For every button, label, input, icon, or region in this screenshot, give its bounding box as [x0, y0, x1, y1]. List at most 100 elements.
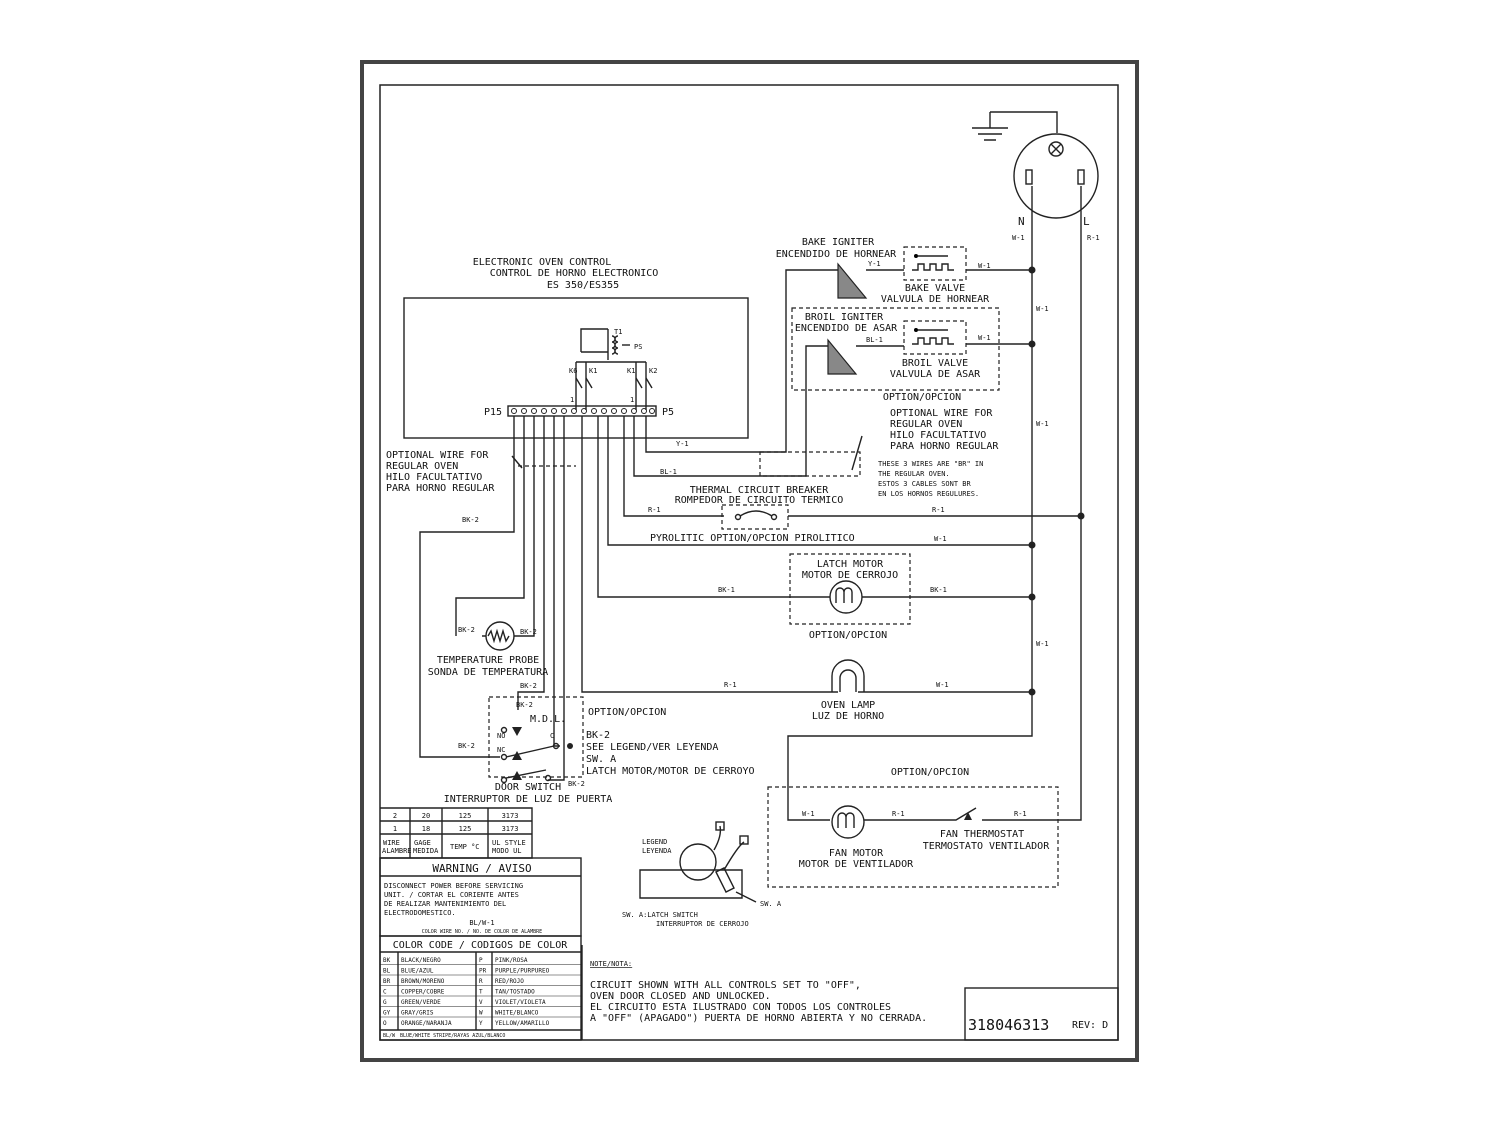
cc-last-name: BLUE/WHITE STRIPE/RAYAS AZUL/BLANCO: [400, 1033, 505, 1039]
color-code-cell: BK: [383, 957, 391, 964]
br-note-2: THE REGULAR OVEN.: [878, 470, 950, 478]
fan-option: OPTION/OPCION: [891, 767, 969, 778]
color-code-cell: PR: [479, 968, 487, 975]
part-number-box: [964, 987, 1119, 1041]
mdl-box: [488, 696, 584, 778]
note-title: NOTE/NOTA:: [590, 960, 632, 968]
color-code-cell: YELLOW/AMARILLO: [495, 1020, 550, 1027]
br-note-4: EN LOS HORNOS REGULURES.: [878, 490, 979, 498]
legend-label-es: LEYENDA: [642, 847, 672, 855]
mdl-no: NO: [497, 732, 505, 740]
color-code-cell: BL: [383, 968, 391, 975]
color-code-cell: T: [479, 989, 483, 996]
bake-igniter-es: ENCENDIDO DE HORNEAR: [776, 249, 897, 260]
broil-igniter-en: BROIL IGNITER: [805, 312, 884, 323]
pin1a-label: 1: [570, 396, 574, 404]
power-plug: [1013, 133, 1099, 219]
pyrolitic-w1: W-1: [934, 535, 947, 543]
probe-wire-a: [455, 416, 525, 636]
mdl-bk2-b: BK-2: [458, 742, 475, 750]
bl1-label: BL-1: [660, 468, 677, 476]
color-code-cell: C: [383, 989, 387, 996]
plug-l-label: L: [1083, 215, 1090, 228]
plug-r1-label: R-1: [1087, 234, 1100, 242]
fan-r1-wire: [864, 807, 1058, 821]
warning-2: UNIT. / CORTAR EL CORIENTE ANTES: [384, 891, 519, 899]
broil-option-box: [791, 307, 1000, 391]
bake-valve-es: VALVULA DE HORNEAR: [881, 294, 990, 305]
outer-frame: [360, 60, 1139, 1062]
opt-left-4: PARA HORNO REGULAR: [386, 483, 495, 494]
latch-motor-box: [789, 553, 911, 625]
color-code-cell: BR: [383, 978, 391, 985]
color-code-cell: R: [479, 978, 483, 985]
latch-bk1-right: BK-1: [930, 586, 947, 594]
fan-r1-right: R-1: [1014, 810, 1027, 818]
wire-gage-table: [380, 807, 533, 859]
broil-option-label: OPTION/OPCION: [883, 392, 961, 403]
wt-r2-c1: 1: [393, 825, 397, 833]
part-number: 318046313: [968, 1016, 1049, 1034]
broil-valve-symbol: [912, 328, 954, 345]
color-code-cell: PURPLE/PURPUREO: [495, 968, 550, 975]
thermal-r1-wire: [623, 416, 1081, 517]
broil-valve-es: VALVULA DE ASAR: [890, 369, 981, 380]
opt-left-2: REGULAR OVEN: [386, 461, 458, 472]
thermal-breaker-es: ROMPEDOR DE CIRCUITO TERMICO: [675, 495, 844, 506]
broil-valve-box: [903, 320, 967, 355]
wt-h4a: UL STYLE: [492, 839, 526, 847]
color-code-cell: BROWN/MORENO: [401, 978, 445, 985]
color-code-cell: BLACK/NEGRO: [401, 957, 441, 964]
bake-valve-en: BAKE VALVE: [905, 283, 965, 294]
mdl-legend-2: SW. A: [586, 754, 616, 765]
plug-n-label: N: [1018, 215, 1025, 228]
broil-valve-en: BROIL VALVE: [902, 358, 968, 369]
k1b-label: K1: [627, 367, 635, 375]
latch-wire: [597, 416, 1032, 598]
pin1b-label: 1: [630, 396, 634, 404]
bake-igniter-symbol: [837, 262, 868, 299]
temperature-probe-symbol: [482, 621, 518, 651]
lamp-wire: [581, 416, 1032, 693]
br-wires-dashed: [759, 451, 861, 477]
color-code-cell: O: [383, 1020, 387, 1027]
mdl-bk2-a: BK-2: [516, 701, 533, 709]
fan-thermostat-symbol: [964, 812, 972, 820]
latch-motor-es: MOTOR DE CERROJO: [802, 570, 898, 581]
bus-w1-c: W-1: [1036, 640, 1049, 648]
control-title-es: CONTROL DE HORNO ELECTRONICO: [490, 268, 659, 279]
mdl-bk2-d: BK-2: [568, 780, 585, 788]
k1a-label: K1: [589, 367, 597, 375]
legend-swa: SW. A: [760, 900, 782, 908]
mdl-legend-1: SEE LEGEND/VER LEYENDA: [586, 742, 718, 753]
probe-bk2-c: BK-2: [520, 682, 537, 690]
p5-label: P5: [662, 407, 674, 418]
door-switch-en: DOOR SWITCH: [495, 782, 561, 793]
note-2: OVEN DOOR CLOSED AND UNLOCKED.: [590, 991, 771, 1002]
lamp-r1-label: R-1: [724, 681, 737, 689]
fan-w1-feed: [787, 692, 1033, 821]
part-rev: REV: D: [1072, 1020, 1108, 1031]
color-code-cell: GRAY/GRIS: [401, 1010, 434, 1017]
bake-w1-label: W-1: [978, 262, 991, 270]
inner-border: [379, 84, 1119, 1041]
fan-motor-symbol: [831, 805, 865, 839]
note-3: EL CIRCUITO ESTA ILUSTRADO CON TODOS LOS…: [590, 1002, 891, 1013]
opt-right-2: REGULAR OVEN: [890, 419, 962, 430]
latch-switch-legend-figure: [639, 821, 757, 903]
pyrolitic-wire: [607, 416, 1032, 546]
mdl-legend-3: LATCH MOTOR/MOTOR DE CERROYO: [586, 766, 755, 777]
color-code-cell: WHITE/BLANCO: [495, 1010, 539, 1017]
opt-right-3: HILO FACULTATIVO: [890, 430, 986, 441]
bake-y1-label: Y-1: [868, 260, 881, 268]
wt-h1a: WIRE: [383, 839, 400, 847]
p15-label: P15: [484, 407, 502, 418]
bk2-top-label: BK-2: [462, 516, 479, 524]
warning-1: DISCONNECT POWER BEFORE SERVICING: [384, 882, 523, 890]
plug-w1-label: W-1: [1012, 234, 1025, 242]
opt-right-1: OPTIONAL WIRE FOR: [890, 408, 993, 419]
door-wire: [548, 416, 565, 781]
opt-right-4: PARA HORNO REGULAR: [890, 441, 999, 452]
ps-label: PS: [634, 343, 642, 351]
wt-h2b: MEDIDA: [413, 847, 439, 855]
